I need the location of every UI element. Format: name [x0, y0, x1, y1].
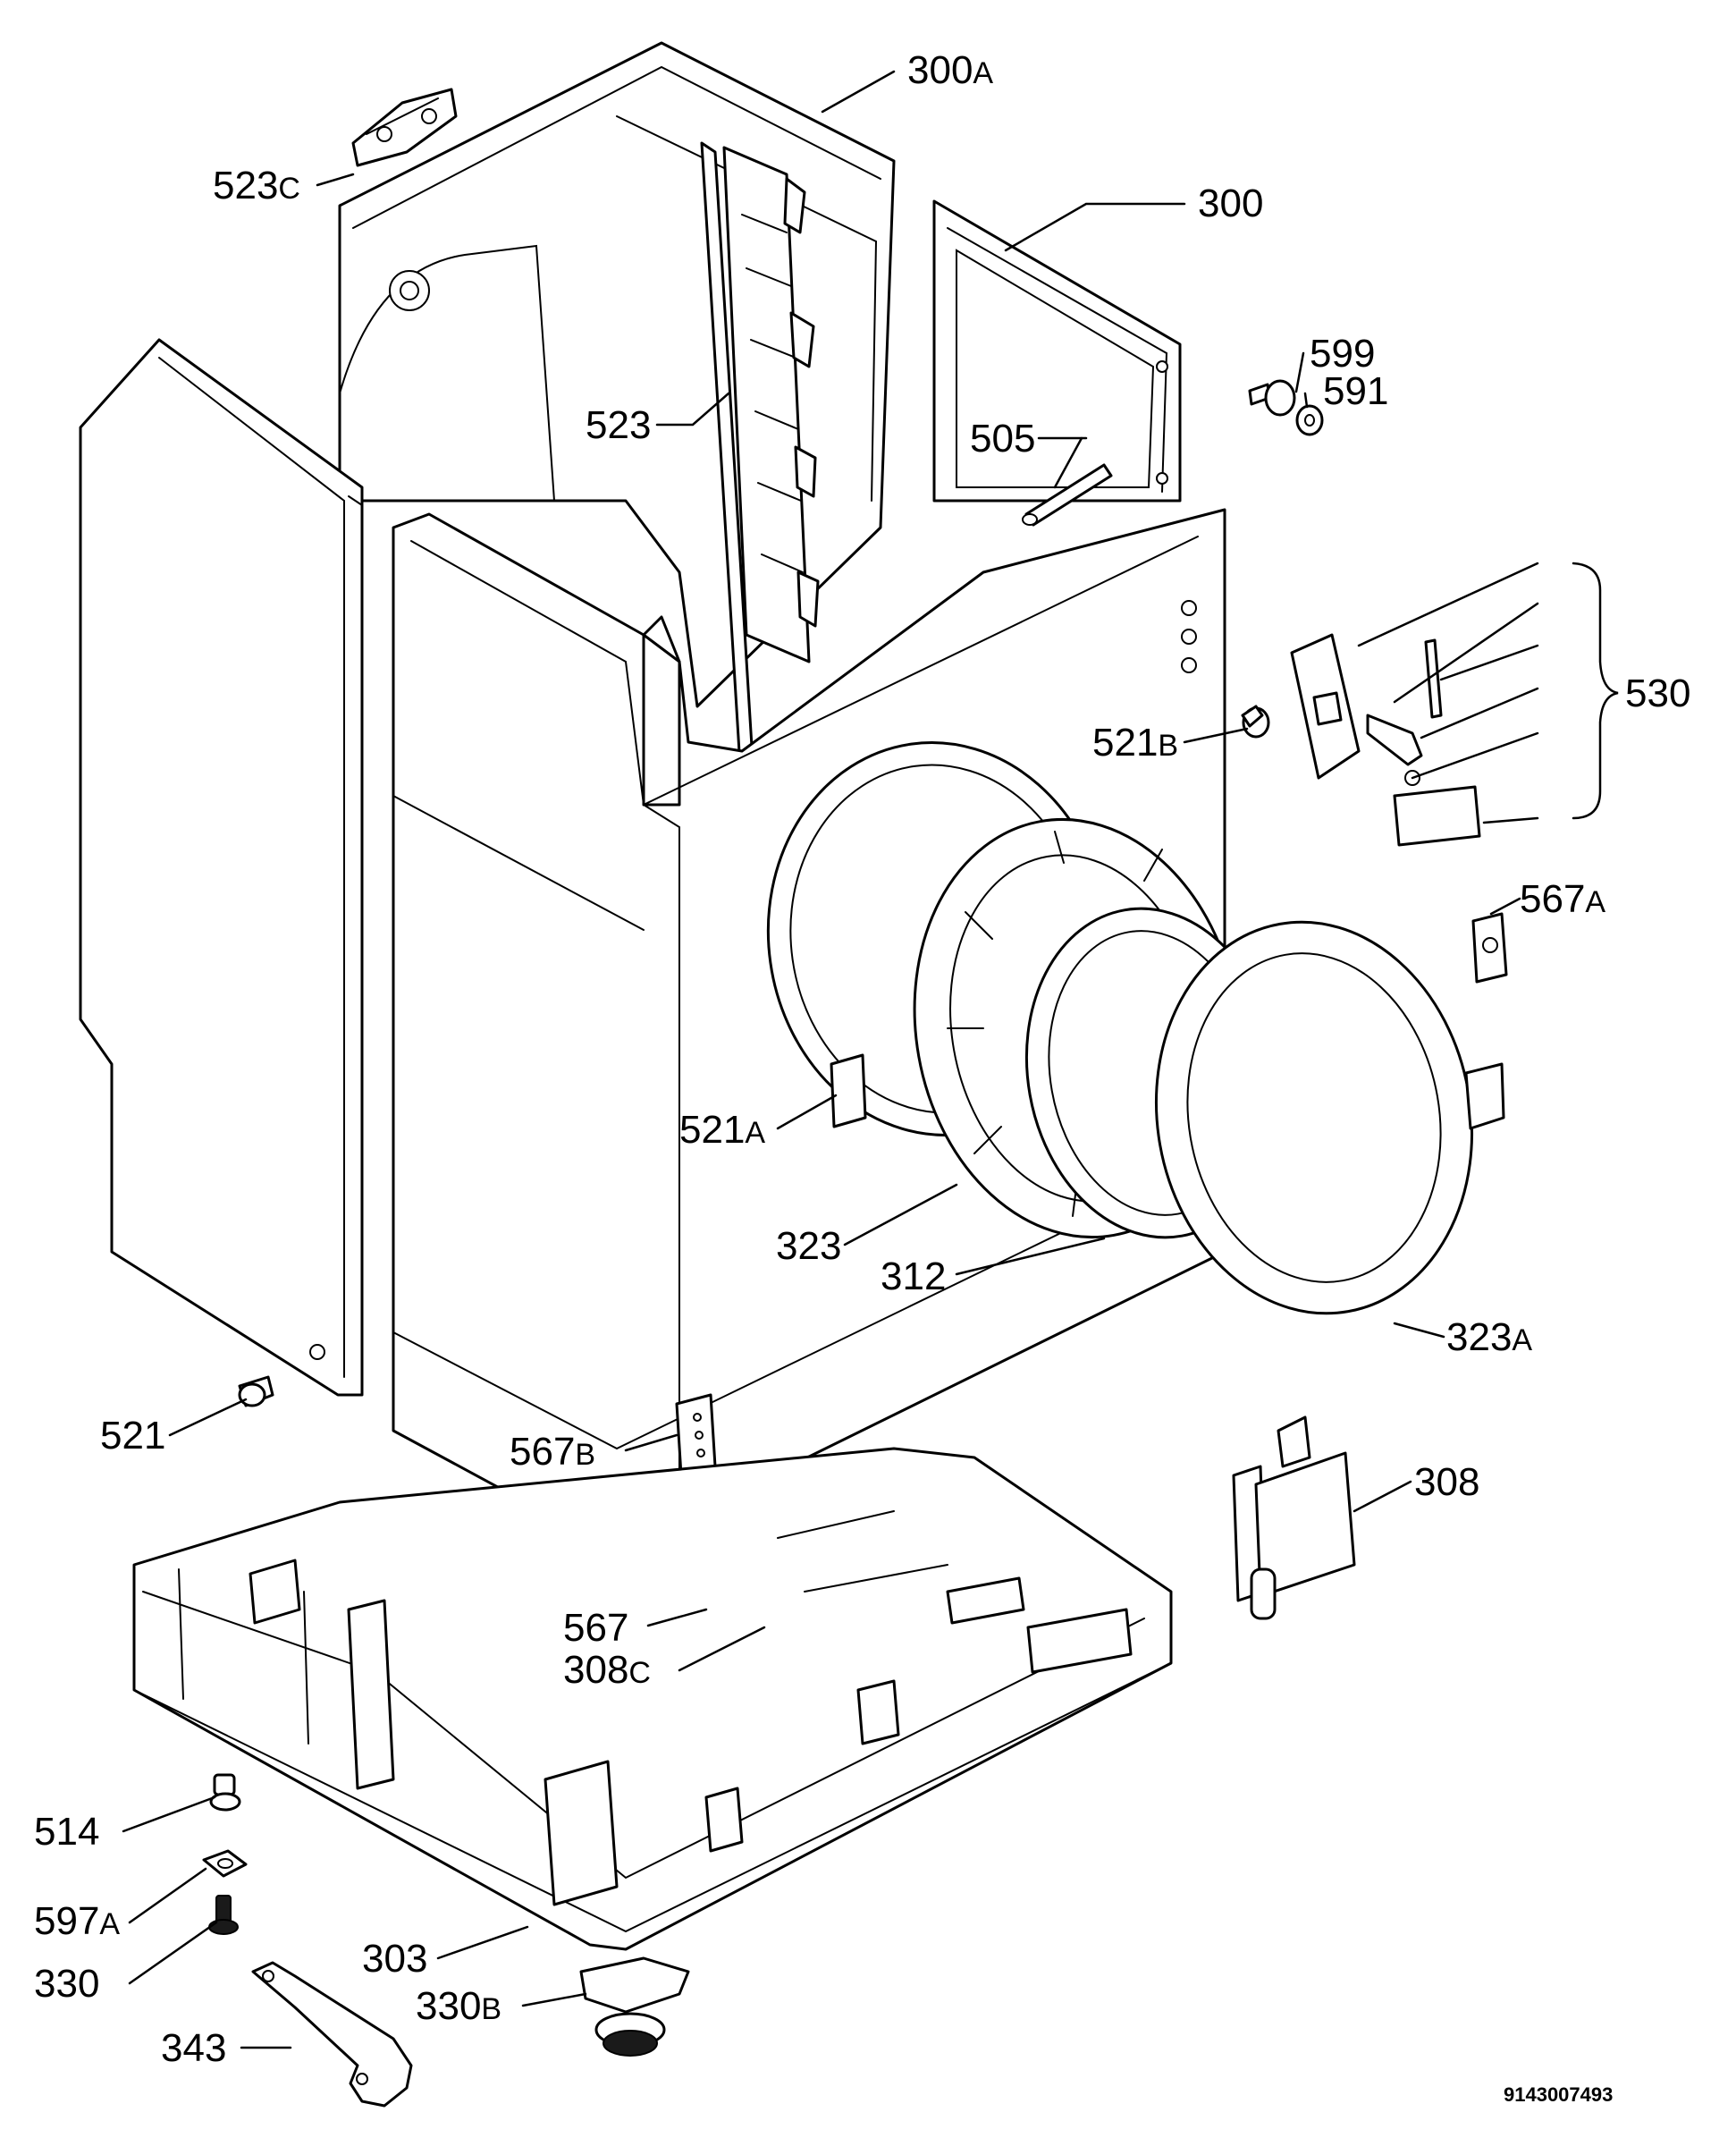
base-frame-303	[132, 1447, 1173, 1951]
label-514: 514	[34, 1810, 99, 1854]
document-number: 9143007493	[1504, 2083, 1613, 2106]
cover-567b	[675, 1393, 717, 1477]
label-523: 523	[586, 403, 651, 447]
screw-521b	[1241, 705, 1270, 739]
label-597a: 597A	[34, 1899, 120, 1943]
label-300a: 300A	[907, 48, 993, 92]
spanner-343	[251, 1961, 413, 2108]
leader-lines	[122, 70, 1619, 2049]
foot-330b	[579, 1956, 690, 2057]
rear-channel-523	[722, 146, 820, 663]
nut-597a	[202, 1849, 248, 1878]
hinge-308	[1232, 1415, 1356, 1620]
label-308c: 308C	[563, 1648, 651, 1692]
label-300: 300	[1198, 182, 1263, 225]
left-side-panel	[79, 338, 364, 1397]
label-323: 323	[776, 1224, 841, 1268]
cover-567a	[1471, 912, 1508, 984]
label-567a: 567A	[1520, 877, 1605, 921]
label-312: 312	[881, 1255, 946, 1298]
label-323a: 323A	[1446, 1315, 1532, 1359]
label-521: 521	[100, 1414, 165, 1457]
label-330: 330	[34, 1962, 99, 2006]
rod-505	[1022, 463, 1113, 527]
door-frame-323a	[1154, 920, 1505, 1315]
bolt-514	[209, 1773, 241, 1812]
label-567b: 567B	[510, 1430, 595, 1474]
label-521a: 521A	[679, 1108, 765, 1152]
foot-screw-330	[208, 1895, 239, 1935]
label-591: 591	[1323, 369, 1388, 413]
label-521b: 521B	[1092, 721, 1178, 765]
knob-599	[1248, 379, 1296, 417]
label-343: 343	[161, 2026, 226, 2070]
label-505: 505	[970, 417, 1035, 460]
washer-591	[1295, 404, 1324, 436]
screw-521	[238, 1375, 274, 1407]
label-599: 599	[1310, 332, 1375, 376]
label-567: 567	[563, 1606, 628, 1650]
label-330b: 330B	[416, 1984, 501, 2028]
door-lock-assembly-530	[1290, 633, 1481, 847]
bracket-523c	[351, 88, 458, 167]
label-523c: 523C	[213, 164, 300, 207]
right-side-panel-300	[932, 199, 1182, 503]
label-308: 308	[1414, 1460, 1479, 1504]
label-303: 303	[362, 1937, 427, 1981]
label-530: 530	[1625, 672, 1690, 715]
